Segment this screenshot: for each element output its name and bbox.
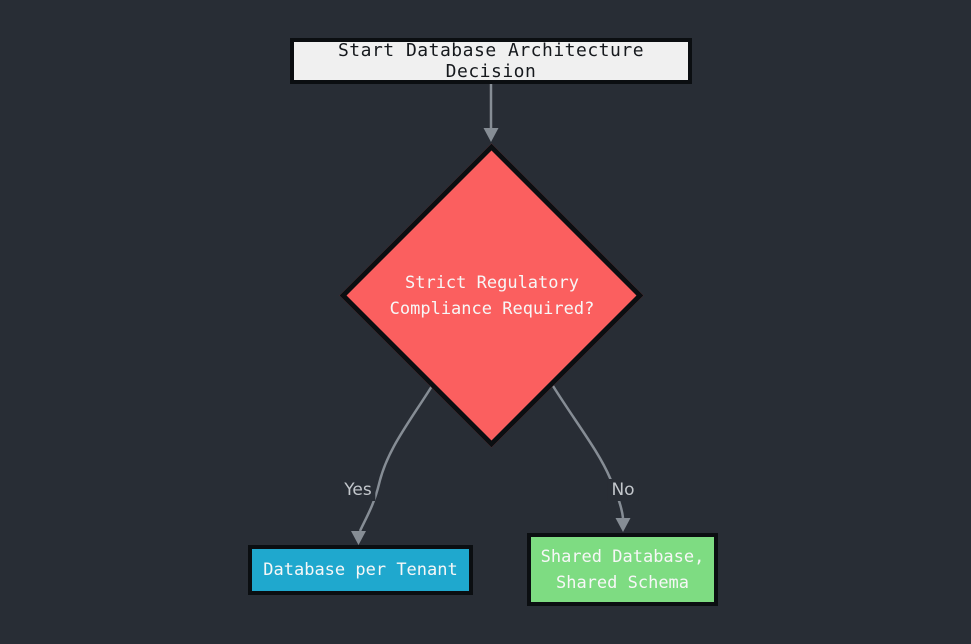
decision-line-2: Compliance Required? — [389, 299, 595, 319]
shared-line-2: Shared Schema — [555, 572, 690, 593]
edge-label-no: No — [607, 479, 639, 501]
shared-node: Shared Database, Shared Schema — [527, 533, 718, 606]
start-node: Start Database Architecture Decision — [290, 38, 692, 84]
arrowhead-tenant — [351, 531, 366, 545]
tenant-node: Database per Tenant — [248, 545, 473, 595]
arrowhead-decision — [483, 128, 499, 142]
edge-decision-to-tenant — [358, 385, 434, 532]
edge-label-yes: Yes — [340, 479, 376, 501]
edge-decision-to-shared — [551, 385, 625, 519]
decision-line-1: Strict Regulatory — [404, 273, 579, 293]
shared-line-1: Shared Database, — [540, 546, 705, 567]
decision-node-label: Strict Regulatory Compliance Required? — [390, 270, 595, 322]
arrowhead-shared — [615, 518, 631, 532]
